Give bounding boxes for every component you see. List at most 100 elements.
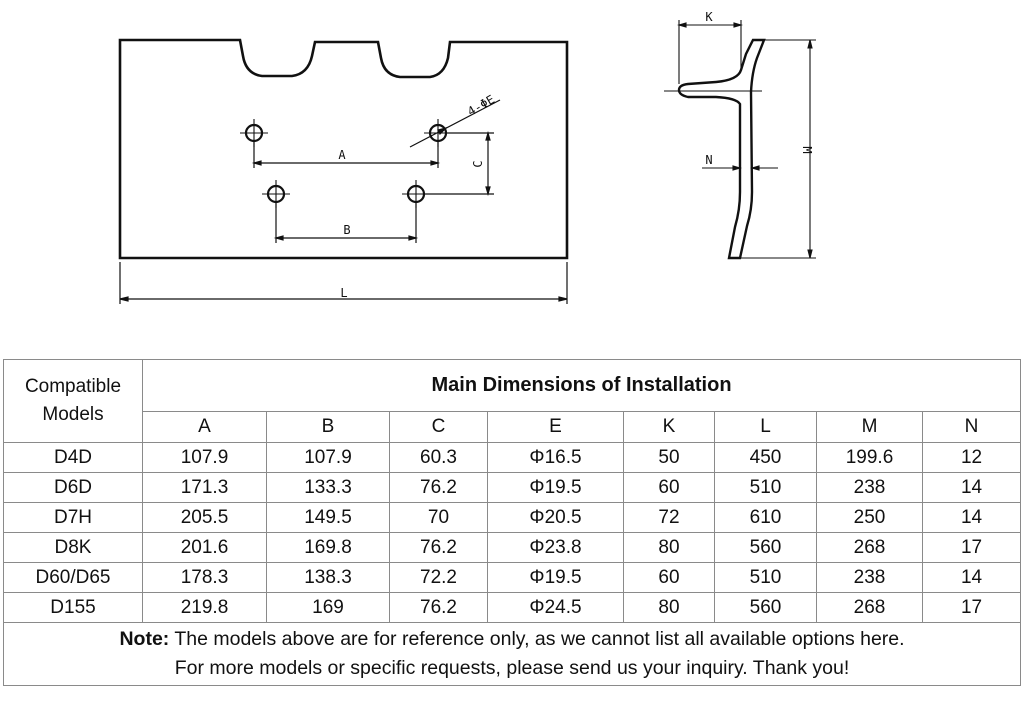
value-cell: 72 — [623, 502, 715, 533]
value-cell: 76.2 — [389, 532, 488, 563]
value-cell: 219.8 — [142, 592, 267, 623]
value-cell: 268 — [816, 592, 923, 623]
profile-outline — [677, 38, 766, 260]
value-cell: 50 — [623, 442, 715, 473]
models-header-line1: Compatible — [24, 376, 122, 397]
value-cell: 14 — [921, 562, 1022, 593]
column-header: K — [623, 411, 715, 443]
table-row: D60/D65 178.3 138.3 72.2 Φ19.5 60 510 23… — [3, 562, 1022, 593]
dimension-n-line — [702, 165, 778, 171]
value-cell: 510 — [714, 472, 817, 503]
main-dimensions-header: Main Dimensions of Installation — [141, 359, 1022, 412]
value-cell: 76.2 — [389, 472, 488, 503]
hole-spec-label: 4-ΦE — [465, 92, 497, 119]
models-header-cell: Compatible Models — [3, 359, 143, 443]
column-header: N — [921, 411, 1022, 443]
plate-outline — [118, 38, 569, 260]
table-row: D4D 107.9 107.9 60.3 Φ16.5 50 450 199.6 … — [3, 442, 1022, 473]
value-cell: 205.5 — [142, 502, 267, 533]
table-row: D7H 205.5 149.5 70 Φ20.5 72 610 250 14 — [3, 502, 1022, 533]
value-cell: 178.3 — [142, 562, 267, 593]
value-cell: 14 — [921, 472, 1022, 503]
model-cell: D4D — [3, 442, 143, 473]
note-line1: The models above are for reference only,… — [169, 628, 905, 650]
column-header: E — [487, 411, 624, 443]
dimension-c-label: C — [471, 160, 485, 167]
note-line2: For more models or specific requests, pl… — [174, 657, 850, 679]
dimension-a-line — [251, 142, 441, 168]
value-cell: 133.3 — [266, 472, 390, 503]
column-header-row: A B C E K L M N — [4, 411, 1022, 443]
value-cell: Φ23.8 — [487, 532, 624, 563]
value-cell: 138.3 — [266, 562, 390, 593]
value-cell: 201.6 — [142, 532, 267, 563]
value-cell: 60.3 — [389, 442, 488, 473]
value-cell: 17 — [921, 532, 1022, 563]
model-cell: D155 — [3, 592, 143, 623]
value-cell: Φ19.5 — [487, 472, 624, 503]
value-cell: 238 — [816, 562, 923, 593]
value-cell: Φ20.5 — [487, 502, 624, 533]
model-cell: D6D — [3, 472, 143, 503]
column-header: L — [714, 411, 817, 443]
model-cell: D60/D65 — [3, 562, 143, 593]
value-cell: 268 — [816, 532, 923, 563]
side-view — [664, 20, 816, 260]
hole-leader-line — [409, 99, 501, 148]
dimension-b-label: B — [343, 223, 350, 237]
value-cell: Φ24.5 — [487, 592, 624, 623]
dimension-m-label: M — [800, 146, 814, 153]
value-cell: 14 — [921, 502, 1022, 533]
value-cell: 80 — [623, 532, 715, 563]
value-cell: 60 — [623, 562, 715, 593]
value-cell: 171.3 — [142, 472, 267, 503]
value-cell: Φ16.5 — [487, 442, 624, 473]
value-cell: 107.9 — [142, 442, 267, 473]
value-cell: 12 — [921, 442, 1022, 473]
technical-drawing: A B C 4-ΦE L K N M — [118, 10, 816, 304]
dimension-n-label: N — [705, 153, 712, 167]
value-cell: Φ19.5 — [487, 562, 624, 593]
value-cell: 610 — [714, 502, 817, 533]
table-header-row: Compatible Models Main Dimensions of Ins… — [3, 359, 1022, 443]
column-header: B — [266, 411, 390, 443]
dimension-c-line — [424, 130, 494, 197]
value-cell: 450 — [714, 442, 817, 473]
model-cell: D8K — [3, 532, 143, 563]
dimension-k-label: K — [705, 10, 713, 24]
value-cell: 107.9 — [266, 442, 390, 473]
note-row: Note: The models above are for reference… — [2, 622, 1022, 686]
dimension-l-label: L — [340, 286, 347, 300]
value-cell: 560 — [714, 592, 817, 623]
dimension-l-line — [119, 262, 568, 304]
value-cell: 199.6 — [816, 442, 923, 473]
value-cell: 17 — [921, 592, 1022, 623]
value-cell: 238 — [816, 472, 923, 503]
value-cell: 76.2 — [389, 592, 488, 623]
value-cell: 250 — [816, 502, 923, 533]
models-header-line2: Models — [42, 404, 104, 425]
model-cell: D7H — [3, 502, 143, 533]
table-row: D6D 171.3 133.3 76.2 Φ19.5 60 510 238 14 — [3, 472, 1022, 503]
table-row: D8K 201.6 169.8 76.2 Φ23.8 80 560 268 17 — [3, 532, 1022, 563]
value-cell: 70 — [389, 502, 488, 533]
front-view — [118, 38, 569, 304]
note-cell: Note: The models above are for reference… — [2, 622, 1022, 686]
value-cell: 169 — [266, 592, 390, 623]
value-cell: 80 — [623, 592, 715, 623]
dimension-m-line — [740, 39, 816, 259]
dimension-b-line — [273, 203, 419, 243]
note-label: Note: — [119, 628, 170, 650]
value-cell: 510 — [714, 562, 817, 593]
value-cell: 169.8 — [266, 532, 390, 563]
dimension-a-label: A — [338, 148, 346, 162]
value-cell: 72.2 — [389, 562, 488, 593]
value-cell: 560 — [714, 532, 817, 563]
value-cell: 60 — [623, 472, 715, 503]
column-header: C — [389, 411, 488, 443]
column-header: A — [142, 411, 267, 443]
table-row: D155 219.8 169 76.2 Φ24.5 80 560 268 17 — [3, 592, 1022, 623]
dimensions-table: Compatible Models Main Dimensions of Ins… — [2, 359, 1022, 686]
value-cell: 149.5 — [266, 502, 390, 533]
column-header: M — [816, 411, 923, 443]
